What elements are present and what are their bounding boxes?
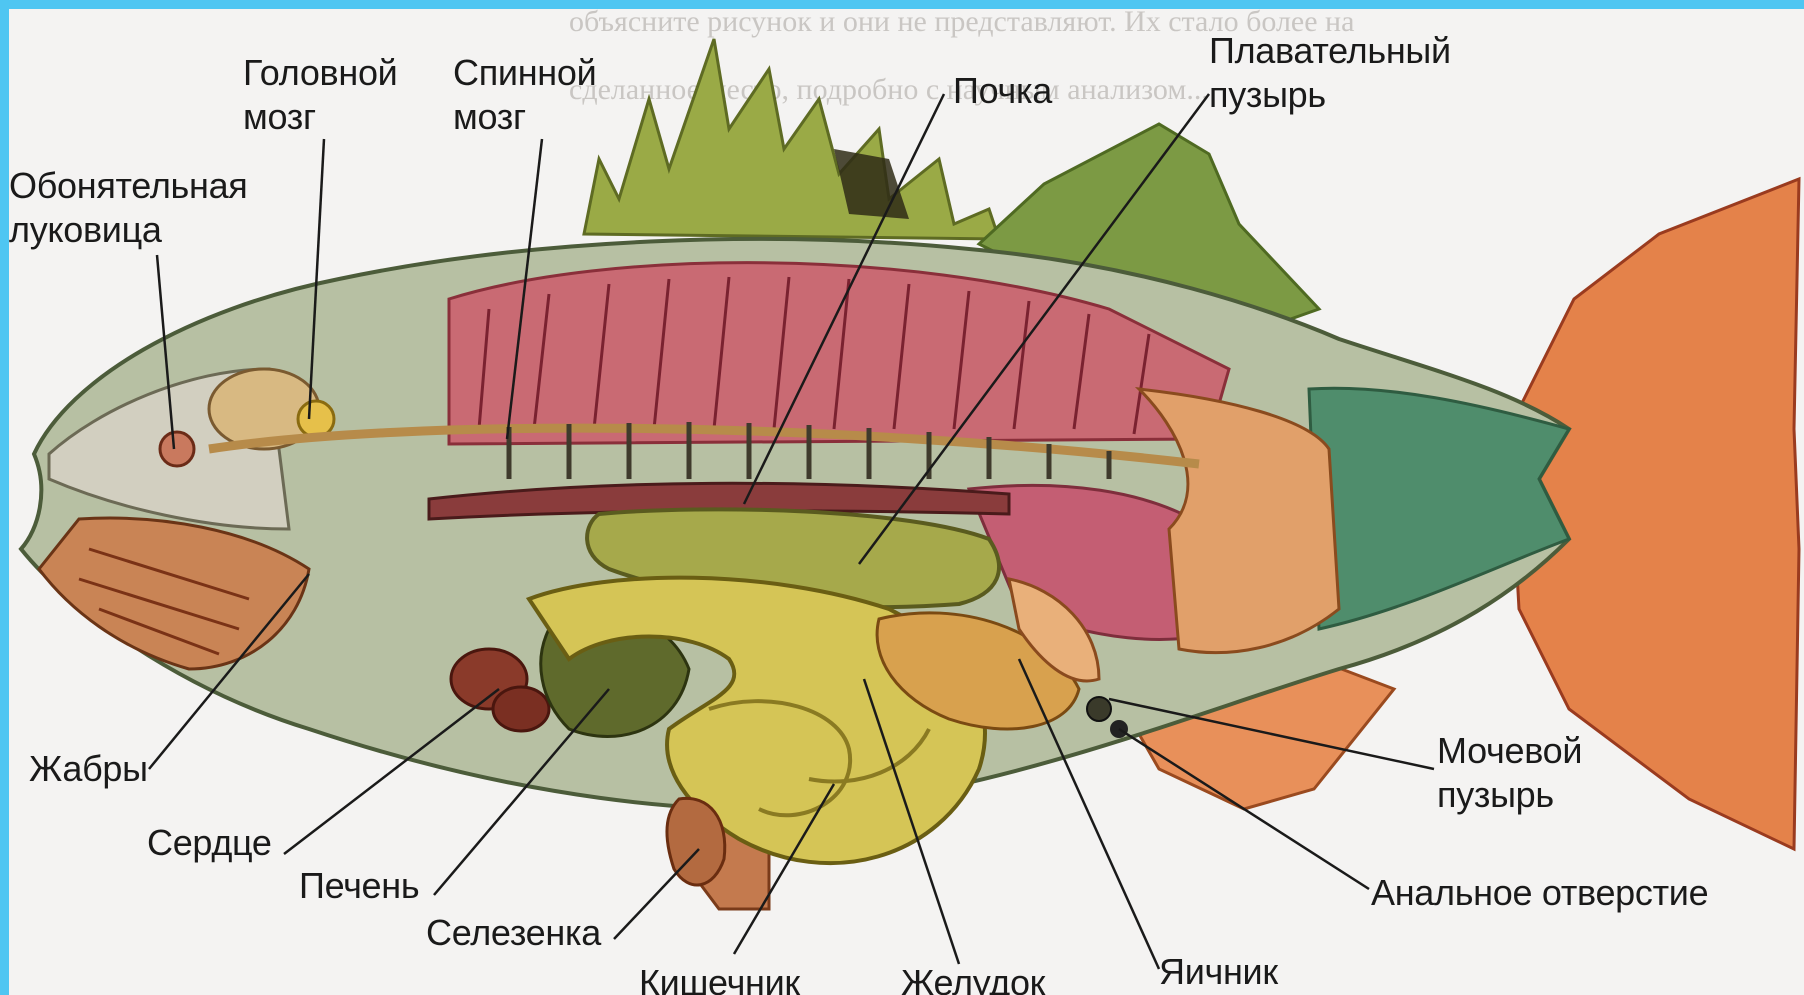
label-ovary: Яичник <box>1159 950 1278 994</box>
label-urinary-bladder-line-1: Мочевой <box>1437 729 1582 773</box>
diagram-frame: объясните рисунок и они не представляют.… <box>9 9 1804 995</box>
brain-lobe <box>298 401 334 437</box>
olfactory-bulb-organ <box>160 432 194 466</box>
label-stomach: Желудок <box>901 961 1045 995</box>
label-heart: Сердце <box>147 821 272 865</box>
background-text-line-2: сделанное место, подробно с научным анал… <box>569 73 1209 106</box>
label-swim-bladder-line-2: пузырь <box>1209 73 1451 117</box>
label-spinal-cord-line-2: мозг <box>453 95 596 139</box>
label-brain: Головной мозг <box>243 51 398 139</box>
label-gills: Жабры <box>29 747 148 791</box>
label-liver: Печень <box>299 864 419 908</box>
label-swim-bladder: Плавательный пузырь <box>1209 29 1451 117</box>
label-spleen: Селезенка <box>426 911 601 955</box>
leader-spleen <box>614 849 699 939</box>
label-anus: Анальное отверстие <box>1371 871 1708 915</box>
label-kidney: Почка <box>953 69 1052 113</box>
fish-anatomy-illustration: объясните рисунок и они не представляют.… <box>9 9 1804 995</box>
urinary-bladder-organ <box>1087 697 1111 721</box>
label-brain-line-2: мозг <box>243 95 398 139</box>
label-olfactory-bulb-line-1: Обонятельная <box>9 164 248 208</box>
label-spinal-cord: Спинной мозг <box>453 51 596 139</box>
label-brain-line-1: Головной <box>243 51 398 95</box>
heart-chamber <box>493 687 549 731</box>
dorsal-fin <box>584 39 999 239</box>
label-spinal-cord-line-1: Спинной <box>453 51 596 95</box>
label-olfactory-bulb-line-2: луковица <box>9 208 248 252</box>
label-olfactory-bulb: Обонятельная луковица <box>9 164 248 252</box>
label-swim-bladder-line-1: Плавательный <box>1209 29 1451 73</box>
label-urinary-bladder: Мочевой пузырь <box>1437 729 1582 817</box>
label-intestine: Кишечник <box>639 961 800 995</box>
label-urinary-bladder-line-2: пузырь <box>1437 773 1582 817</box>
